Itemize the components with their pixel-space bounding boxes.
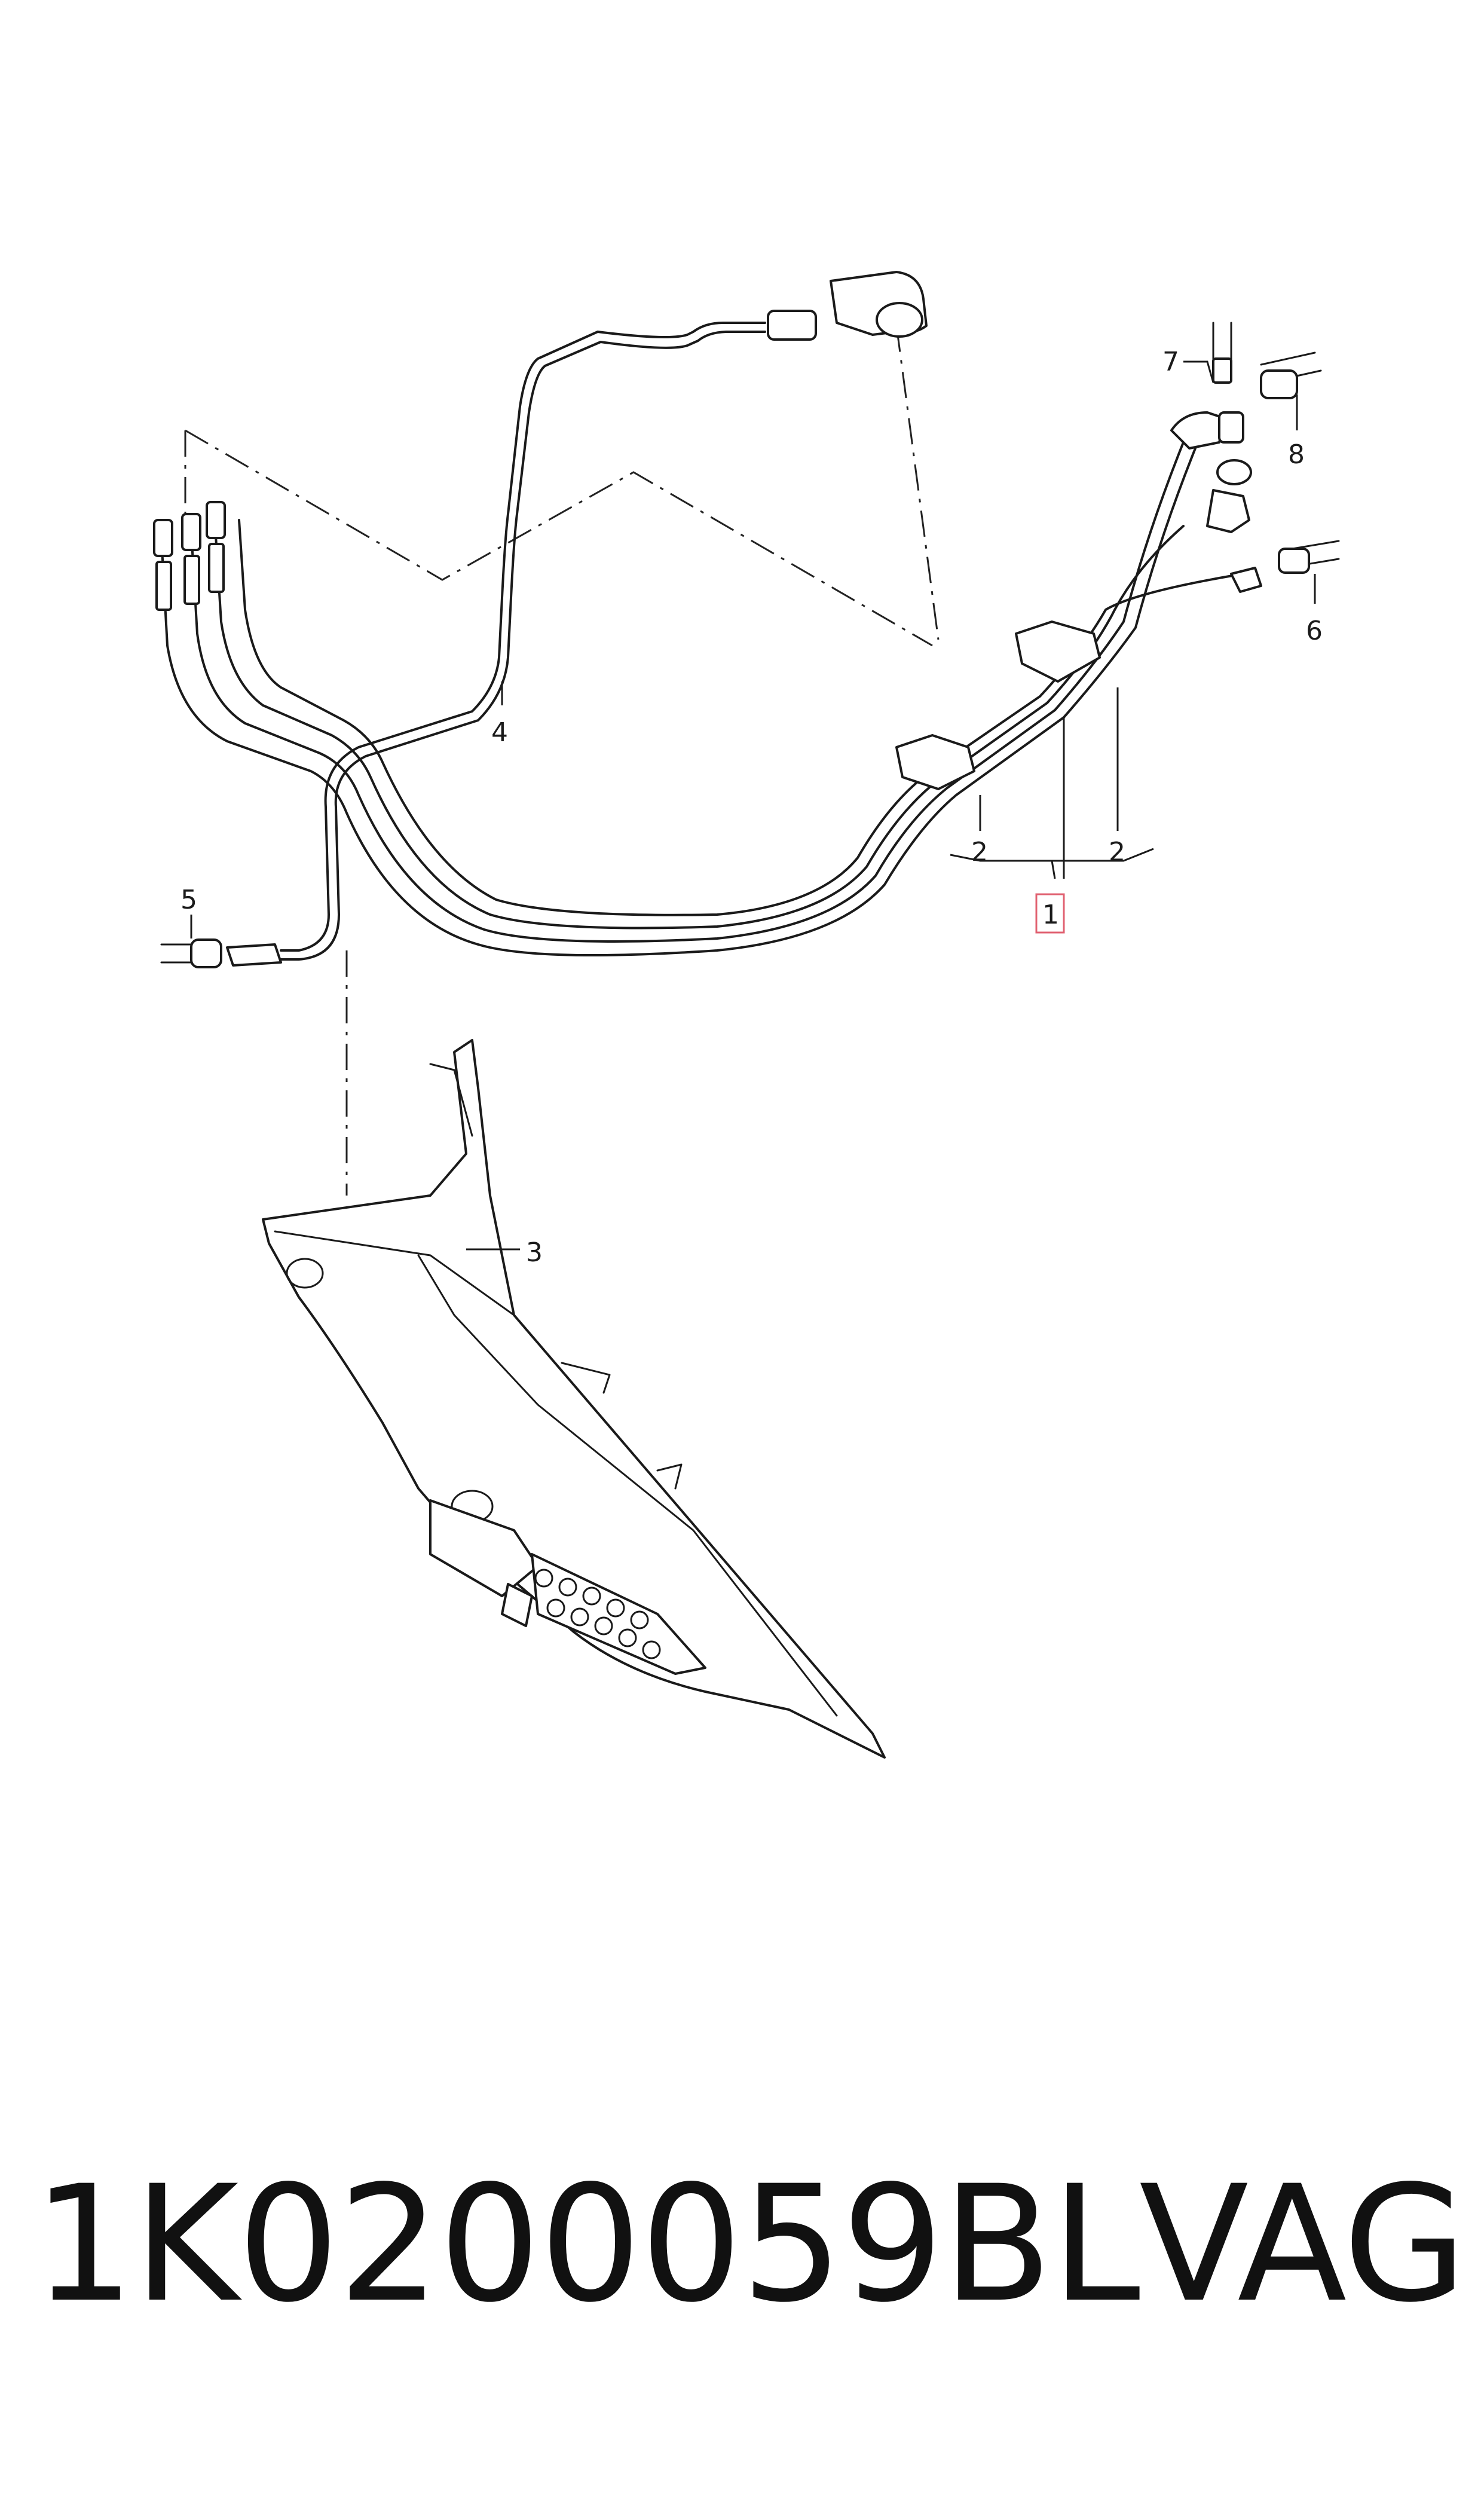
callout-7[interactable]: 7	[1162, 347, 1179, 377]
assembly-guide-lines	[184, 325, 940, 1196]
callout-3[interactable]: 3	[526, 1237, 543, 1268]
callout-8[interactable]: 8	[1288, 439, 1305, 470]
part-number: 1K0200059BL	[33, 2151, 1140, 2338]
callout-2-right[interactable]: 2	[1109, 837, 1125, 867]
brand-name: VAG	[1139, 2151, 1467, 2338]
hose-stubs	[160, 322, 1340, 968]
callout-2-left[interactable]: 2	[971, 837, 988, 867]
fuel-line-part-4	[280, 271, 928, 961]
underbody-cover-part-3	[262, 1039, 886, 1759]
callout-numbers: 1 2 2 3 4 5 6 7 8	[180, 347, 1323, 1268]
vent-holes	[534, 1569, 661, 1659]
callout-6[interactable]: 6	[1306, 616, 1323, 646]
callout-5[interactable]: 5	[180, 885, 197, 915]
leader-lines	[190, 360, 1316, 1251]
callout-4[interactable]: 4	[491, 717, 508, 748]
highlight-box-part-1	[1035, 893, 1065, 934]
fuel-line-bundle-part-1	[153, 411, 1262, 956]
callout-1[interactable]: 1	[1042, 900, 1059, 930]
caption: 1K0200059BL VAG	[33, 2146, 1467, 2343]
